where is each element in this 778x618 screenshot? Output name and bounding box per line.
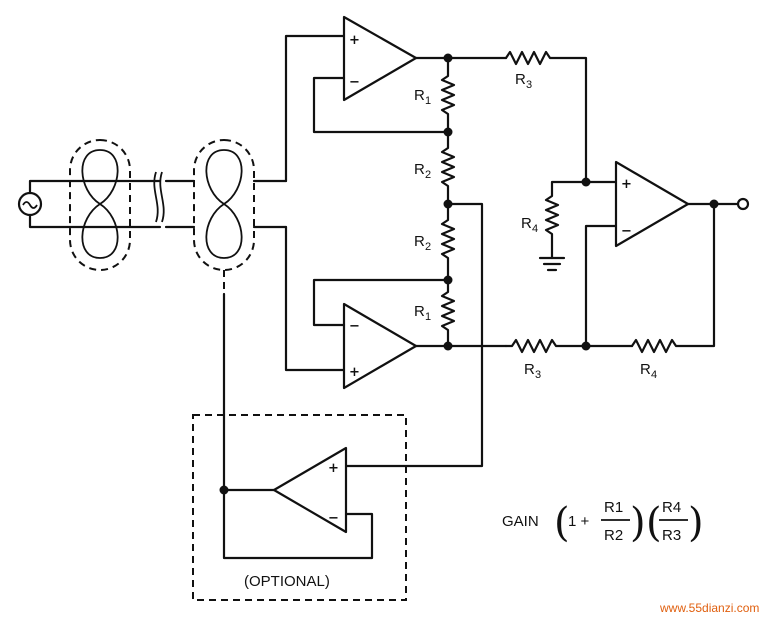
label-r3-bottom: R xyxy=(524,361,535,378)
svg-text:−: − xyxy=(349,319,360,334)
resistor-string xyxy=(440,56,456,348)
top-input-wire xyxy=(284,34,346,183)
svg-text:GAIN: GAIN xyxy=(502,513,539,530)
guard-output-wire xyxy=(222,488,374,560)
svg-text:): ) xyxy=(630,500,646,546)
label-r2-bottom-sub: 2 xyxy=(425,241,431,253)
label-r4-feedback: R xyxy=(640,361,651,378)
optional-label: (OPTIONAL) xyxy=(244,573,330,590)
svg-text:+: + xyxy=(621,177,632,192)
watermark: www.55dianzi.com xyxy=(659,601,759,615)
a3-inverting-wire xyxy=(584,224,618,348)
ac-source xyxy=(17,179,162,229)
label-r4-feedback-sub: 4 xyxy=(651,369,657,381)
opamp-guard-driver: + − xyxy=(272,446,348,534)
junction-dots xyxy=(219,53,719,495)
opamp-a3: + − xyxy=(614,160,690,248)
svg-text:(: ( xyxy=(646,500,662,546)
svg-text:+: + xyxy=(349,33,360,48)
opamp-a2: − + xyxy=(342,302,418,390)
svg-text:+: + xyxy=(349,365,360,380)
label-r2-bottom: R xyxy=(414,233,425,250)
ground-icon xyxy=(538,256,566,272)
optional-guard-box xyxy=(192,414,407,601)
svg-text:−: − xyxy=(328,511,339,526)
shielded-twisted-cable xyxy=(69,139,288,294)
bottom-input-wire xyxy=(284,225,346,372)
label-r1-bottom-sub: 1 xyxy=(425,311,431,323)
svg-text:): ) xyxy=(688,500,704,546)
common-mode-sense-wire xyxy=(344,202,484,468)
resistor-r3-top xyxy=(504,50,588,184)
label-r1-top-sub: 1 xyxy=(425,95,431,107)
svg-text:R2: R2 xyxy=(604,527,623,544)
gain-formula: GAIN ( 1 + R1 R2 ) ( R4 R3 ) xyxy=(502,499,704,546)
label-r4-ground: R xyxy=(521,215,532,232)
svg-text:+: + xyxy=(328,461,339,476)
svg-text:R1: R1 xyxy=(604,499,623,516)
svg-text:R3: R3 xyxy=(662,527,681,544)
svg-text:(: ( xyxy=(554,500,570,546)
label-r2-top-sub: 2 xyxy=(425,169,431,181)
output-terminal xyxy=(736,197,750,211)
label-r1-top: R xyxy=(414,87,425,104)
label-r3-top: R xyxy=(515,71,526,88)
svg-text:−: − xyxy=(621,224,632,239)
a1-feedback-wire xyxy=(312,76,450,134)
label-r3-top-sub: 3 xyxy=(526,79,532,91)
resistor-r3-bottom xyxy=(504,338,634,354)
a2-feedback-wire xyxy=(312,278,450,327)
label-r1-bottom: R xyxy=(414,303,425,320)
label-r3-bottom-sub: 3 xyxy=(535,369,541,381)
resistor-r4-feedback xyxy=(630,202,716,354)
label-r4-ground-sub: 4 xyxy=(532,223,538,235)
svg-text:1 +: 1 + xyxy=(568,513,590,530)
svg-text:R4: R4 xyxy=(662,499,681,516)
resistor-r4-ground xyxy=(544,180,588,260)
svg-text:−: − xyxy=(349,75,360,90)
opamp-a1: + − xyxy=(342,15,418,102)
label-r2-top: R xyxy=(414,161,425,178)
